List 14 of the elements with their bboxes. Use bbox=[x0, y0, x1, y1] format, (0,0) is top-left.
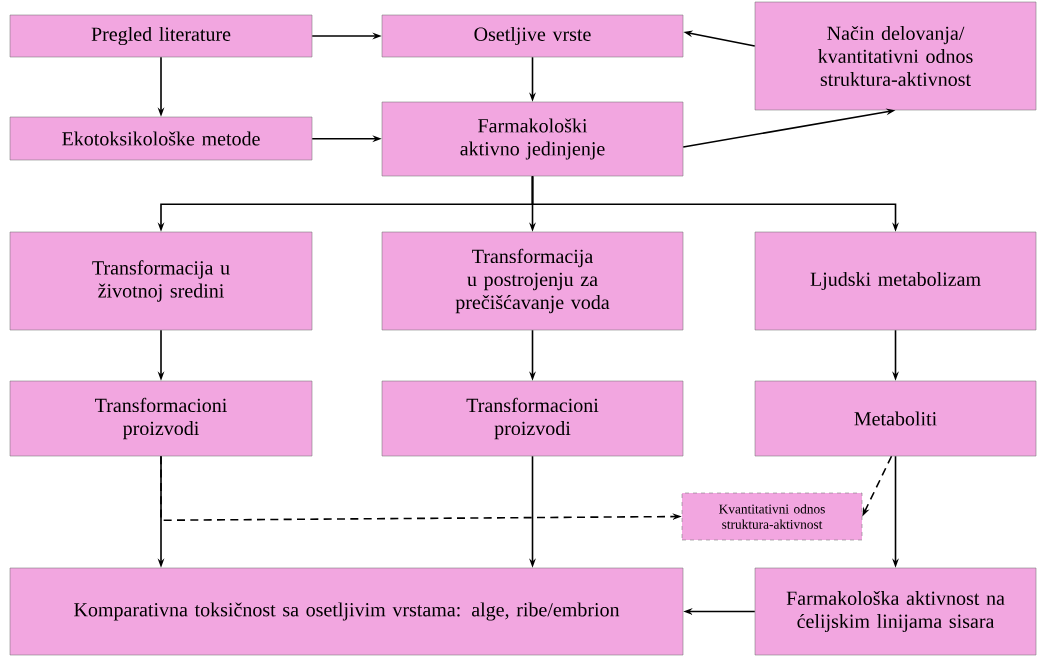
dashed-box: Kvantitativni odnos struktura-aktivnost bbox=[681, 492, 863, 541]
process-box: Pregled literature bbox=[9, 14, 313, 58]
process-box: Transformacioni proizvodi bbox=[381, 380, 684, 457]
process-box: Ljudski metabolizam bbox=[754, 231, 1037, 331]
process-box: Komparativna toksičnost sa osetljivim vrstama: alge, ribe/embrion bbox=[9, 567, 684, 656]
process-box: Farmakološka aktivnost na ćelijskim linijama sisara bbox=[754, 567, 1037, 656]
process-box: Transformacija u postrojenju za prečišćavanje voda bbox=[381, 231, 684, 331]
process-box: Transformacioni proizvodi bbox=[9, 380, 313, 457]
process-box: Način delovanja/ kvantitativni odnos struktura-aktivnost bbox=[754, 1, 1037, 111]
process-box: Osetljive vrste bbox=[381, 14, 684, 58]
process-box: Ekotoksikološke metode bbox=[9, 116, 313, 161]
process-box: Transformacija u životnoj sredini bbox=[9, 231, 313, 331]
process-box: Farmakološki aktivno jedinjenje bbox=[381, 101, 684, 177]
process-box: Metaboliti bbox=[754, 380, 1037, 457]
